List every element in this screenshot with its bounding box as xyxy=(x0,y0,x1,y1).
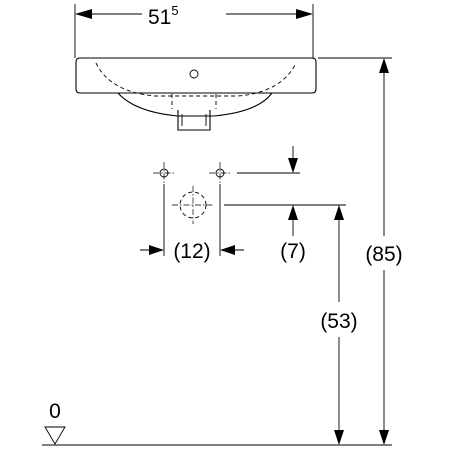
waste-connection-circle xyxy=(179,191,207,219)
width-dimension: 515 xyxy=(74,3,314,58)
outlet-height-dimension: (53) xyxy=(320,205,358,445)
total-height-label: (85) xyxy=(365,243,402,266)
offset-arrow-top xyxy=(288,158,298,173)
floor-level-marker: 0 xyxy=(42,400,392,446)
offset-arrow-bottom xyxy=(288,205,298,220)
spacing-arrow-left xyxy=(149,245,164,255)
basin-underside xyxy=(117,92,273,117)
basin-rim xyxy=(75,57,317,94)
hole-spacing-dimension: (12) xyxy=(140,184,244,263)
washbasin xyxy=(75,57,317,131)
basin-bowl-hidden-line xyxy=(95,62,297,97)
hole-offset-dimension: (7) xyxy=(280,146,306,263)
spacing-arrow-right xyxy=(220,245,235,255)
spacing-label: (12) xyxy=(173,240,210,263)
width-superscript: 5 xyxy=(171,3,178,18)
offset-label: (7) xyxy=(280,240,306,263)
width-arrow-right xyxy=(296,9,313,19)
outlet-height-label: (53) xyxy=(320,310,357,333)
width-arrow-left xyxy=(75,9,92,19)
outlet-height-arrow-top xyxy=(334,205,344,220)
level-triangle-icon xyxy=(44,426,66,445)
total-height-dimension: (85) xyxy=(365,58,403,445)
total-height-arrow-bottom xyxy=(379,430,389,445)
width-value: 51 xyxy=(148,6,171,29)
waste-connection xyxy=(172,186,346,224)
width-label: 515 xyxy=(148,3,179,29)
water-supply-connections xyxy=(153,162,300,184)
tap-hole xyxy=(189,69,199,79)
outlet-height-arrow-bottom xyxy=(334,430,344,445)
waste-outlet-stub xyxy=(177,110,211,131)
total-height-arrow-top xyxy=(379,58,389,73)
floor-level-label: 0 xyxy=(49,400,61,423)
